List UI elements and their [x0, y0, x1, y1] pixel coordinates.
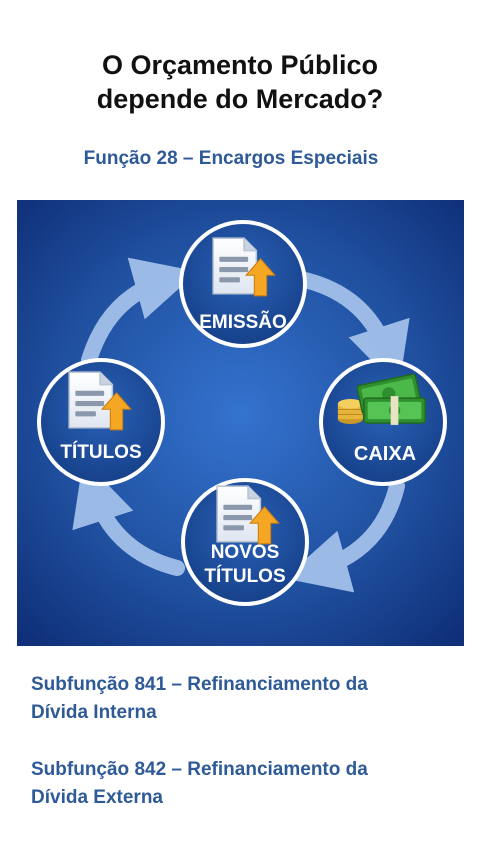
node-titulos: TÍTULOS [37, 358, 165, 486]
page-title: O Orçamento Público depende do Mercado? [0, 48, 480, 116]
subfuncao-841-line-2: Dívida Interna [31, 702, 157, 723]
node-emissao-label: EMISSÃO [199, 311, 287, 333]
cycle-svg: EMISSÃO CAIXA NOVOS TÍTULOS TÍTULOS [17, 200, 464, 646]
subfuncao-842: Subfunção 842 – Refinanciamento da Dívid… [31, 756, 451, 812]
node-caixa: CAIXA [319, 358, 447, 486]
node-titulos-label: TÍTULOS [60, 441, 141, 463]
arrow-caixa-to-novos-titulos [284, 478, 405, 593]
refinancing-cycle-diagram: EMISSÃO CAIXA NOVOS TÍTULOS TÍTULOS [17, 200, 464, 646]
node-novos-titulos-label-2: TÍTULOS [204, 565, 285, 587]
subfuncao-841: Subfunção 841 – Refinanciamento da Dívid… [31, 671, 451, 727]
node-novos-titulos: NOVOS TÍTULOS [181, 478, 309, 606]
subfuncao-842-line-2: Dívida Externa [31, 787, 163, 808]
subtitle: Função 28 – Encargos Especiais [83, 148, 379, 169]
node-caixa-label: CAIXA [354, 443, 416, 465]
subfuncao-841-line-1: Subfunção 841 – Refinanciamento da [31, 674, 368, 695]
node-novos-titulos-label-1: NOVOS [211, 542, 280, 563]
arrow-novos-titulos-to-titulos [72, 459, 185, 576]
title-line-1: O Orçamento Público [101, 50, 379, 80]
arrow-emissao-to-caixa [297, 272, 410, 389]
node-emissao: EMISSÃO [179, 220, 307, 348]
arrow-titulos-to-emissao [81, 257, 198, 368]
title-line-2: depende do Mercado? [96, 84, 384, 114]
subfuncao-842-line-1: Subfunção 842 – Refinanciamento da [31, 759, 368, 780]
